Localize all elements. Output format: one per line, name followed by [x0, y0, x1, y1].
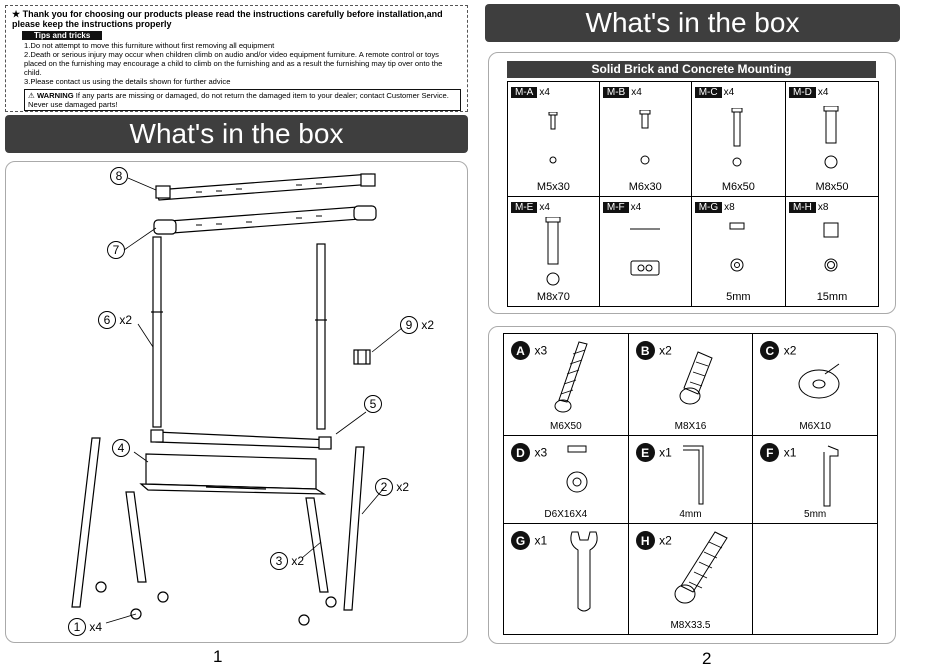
callout-part-1: 1 x4 [68, 618, 102, 636]
tip-3: 3.Please contact us using the details sh… [24, 77, 231, 86]
warning-box: ⚠ WARNING If any parts are missing or da… [24, 89, 461, 111]
screw-m8x70-icon [545, 217, 561, 286]
part-2-legs [71, 437, 365, 611]
hardware-cell-g: G x1 [503, 523, 629, 635]
washer-5mm-icon [729, 222, 745, 272]
callout-part-8: 8 [110, 167, 128, 185]
warning-label: WARNING [36, 91, 74, 100]
screw-m5x30-icon [548, 112, 558, 164]
bolt-m6x10-icon [798, 363, 840, 399]
anchor-plug-icon [629, 228, 660, 276]
furniture-parts-diagram [71, 173, 403, 626]
mounting-title: Solid Brick and Concrete Mounting [507, 61, 876, 78]
tip-2: 2.Death or serious injury may occur when… [24, 50, 443, 77]
hardware-cell-f: F x1 5mm [752, 435, 878, 524]
hardware-cell-e: E x1 4mm [627, 435, 754, 524]
tip-1: 1.Do not attempt to move this furniture … [24, 41, 275, 50]
notice-header: ★ Thank you for choosing our products pl… [12, 9, 443, 29]
part-5-crossbar [150, 429, 332, 450]
page-number-left: 1 [213, 647, 223, 666]
bolt-m8x33-5-icon [674, 531, 728, 604]
part-6-poles [151, 236, 327, 430]
callout-part-3: 3 x2 [270, 552, 304, 570]
warning-text: If any parts are missing or damaged, do … [28, 91, 449, 109]
page-number-right: 2 [702, 649, 712, 668]
callout-part-6: 6 x2 [98, 311, 132, 329]
screw-m8x50-icon [823, 106, 839, 169]
screw-m6x30-icon [639, 110, 651, 165]
part-9-connector [353, 349, 371, 365]
callout-part-4: 4 [112, 439, 130, 457]
part-1-casters [95, 581, 337, 626]
wrench-icon [570, 531, 598, 612]
allen-key-5mm-icon [823, 445, 839, 507]
hardware-cell-c: C x2 M6X10 [752, 333, 878, 436]
right-title: What's in the box [585, 7, 800, 38]
left-parts-panel: 8 7 6 x2 9 x2 5 4 2 x2 3 x2 1 x4 [5, 161, 468, 643]
callout-part-2: 2 x2 [375, 478, 409, 496]
bolt-m8x16-icon [679, 351, 713, 405]
bolt-m6x50-icon [554, 341, 588, 413]
callout-part-7: 7 [107, 241, 125, 259]
hardware-cell-h: H x2 M8X33.5 [627, 523, 754, 635]
part-3-legs [125, 491, 329, 593]
screw-m6x50-icon [731, 108, 743, 167]
instructions-notice: ★ Thank you for choosing our products pl… [5, 5, 468, 112]
part-4-shelf [139, 453, 327, 495]
callout-part-9: 9 x2 [400, 316, 434, 334]
hardware-cell-a: A x3 M6X50 [503, 333, 629, 436]
washer-d6x16x4-icon [566, 445, 588, 493]
hardware-table: A x3 M6X50 B x2 M8X16 C x2 M6X10 D x3 D6… [503, 333, 878, 635]
left-title-banner: What's in the box [5, 115, 468, 153]
tips-label: Tips and tricks [22, 31, 103, 40]
allen-key-4mm-icon [682, 445, 704, 505]
part-7-bar [153, 205, 377, 235]
hardware-cell-d: D x3 D6X16X4 [503, 435, 629, 524]
washer-15mm-icon [823, 222, 839, 272]
hardware-cell-empty [752, 523, 878, 635]
left-title: What's in the box [129, 118, 344, 149]
right-title-banner: What's in the box [485, 4, 900, 42]
part-8-top-bar [155, 173, 376, 201]
hardware-cell-b: B x2 M8X16 [627, 333, 754, 436]
hardware-panel: A x3 M6X50 B x2 M8X16 C x2 M6X10 D x3 D6… [488, 326, 896, 644]
callout-part-5: 5 [364, 395, 382, 413]
warning-triangle-icon: ⚠ [28, 91, 35, 100]
